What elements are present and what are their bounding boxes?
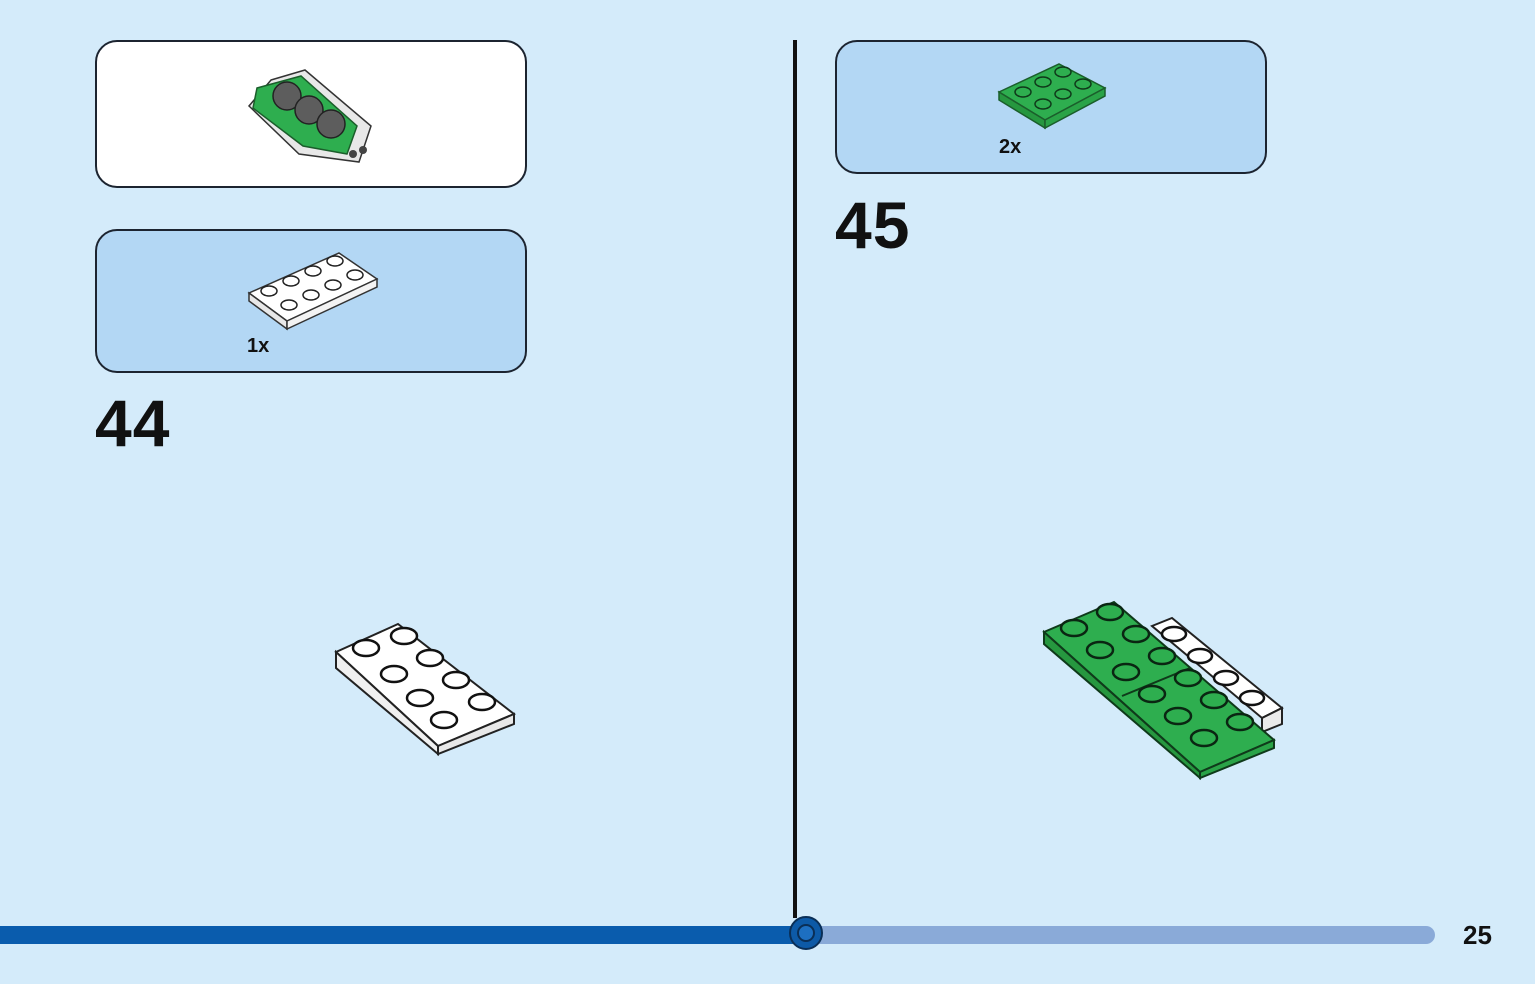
green-assembly-icon: [247, 69, 372, 163]
part-quantity: 1x: [247, 335, 270, 357]
white-plate-2x4-icon: [247, 252, 379, 331]
page-number: 25: [1463, 920, 1492, 950]
page-divider: [793, 40, 797, 918]
progress-knob-icon: [789, 916, 823, 950]
parts-callout-step-44: 1x: [95, 229, 527, 373]
step-number-44: 44: [95, 386, 171, 460]
white-plate-2x4-icon: [334, 622, 516, 757]
progress-fill: [0, 926, 808, 944]
part-quantity: 2x: [999, 136, 1022, 158]
step-number-45: 45: [835, 188, 911, 262]
progress-bar: [0, 916, 1435, 950]
parts-callout-step-45: 2x: [835, 40, 1267, 174]
submodel-callout: [95, 40, 527, 188]
green-plate-2x3-icon: [997, 63, 1107, 130]
green-assembly-icon: [1042, 600, 1284, 781]
